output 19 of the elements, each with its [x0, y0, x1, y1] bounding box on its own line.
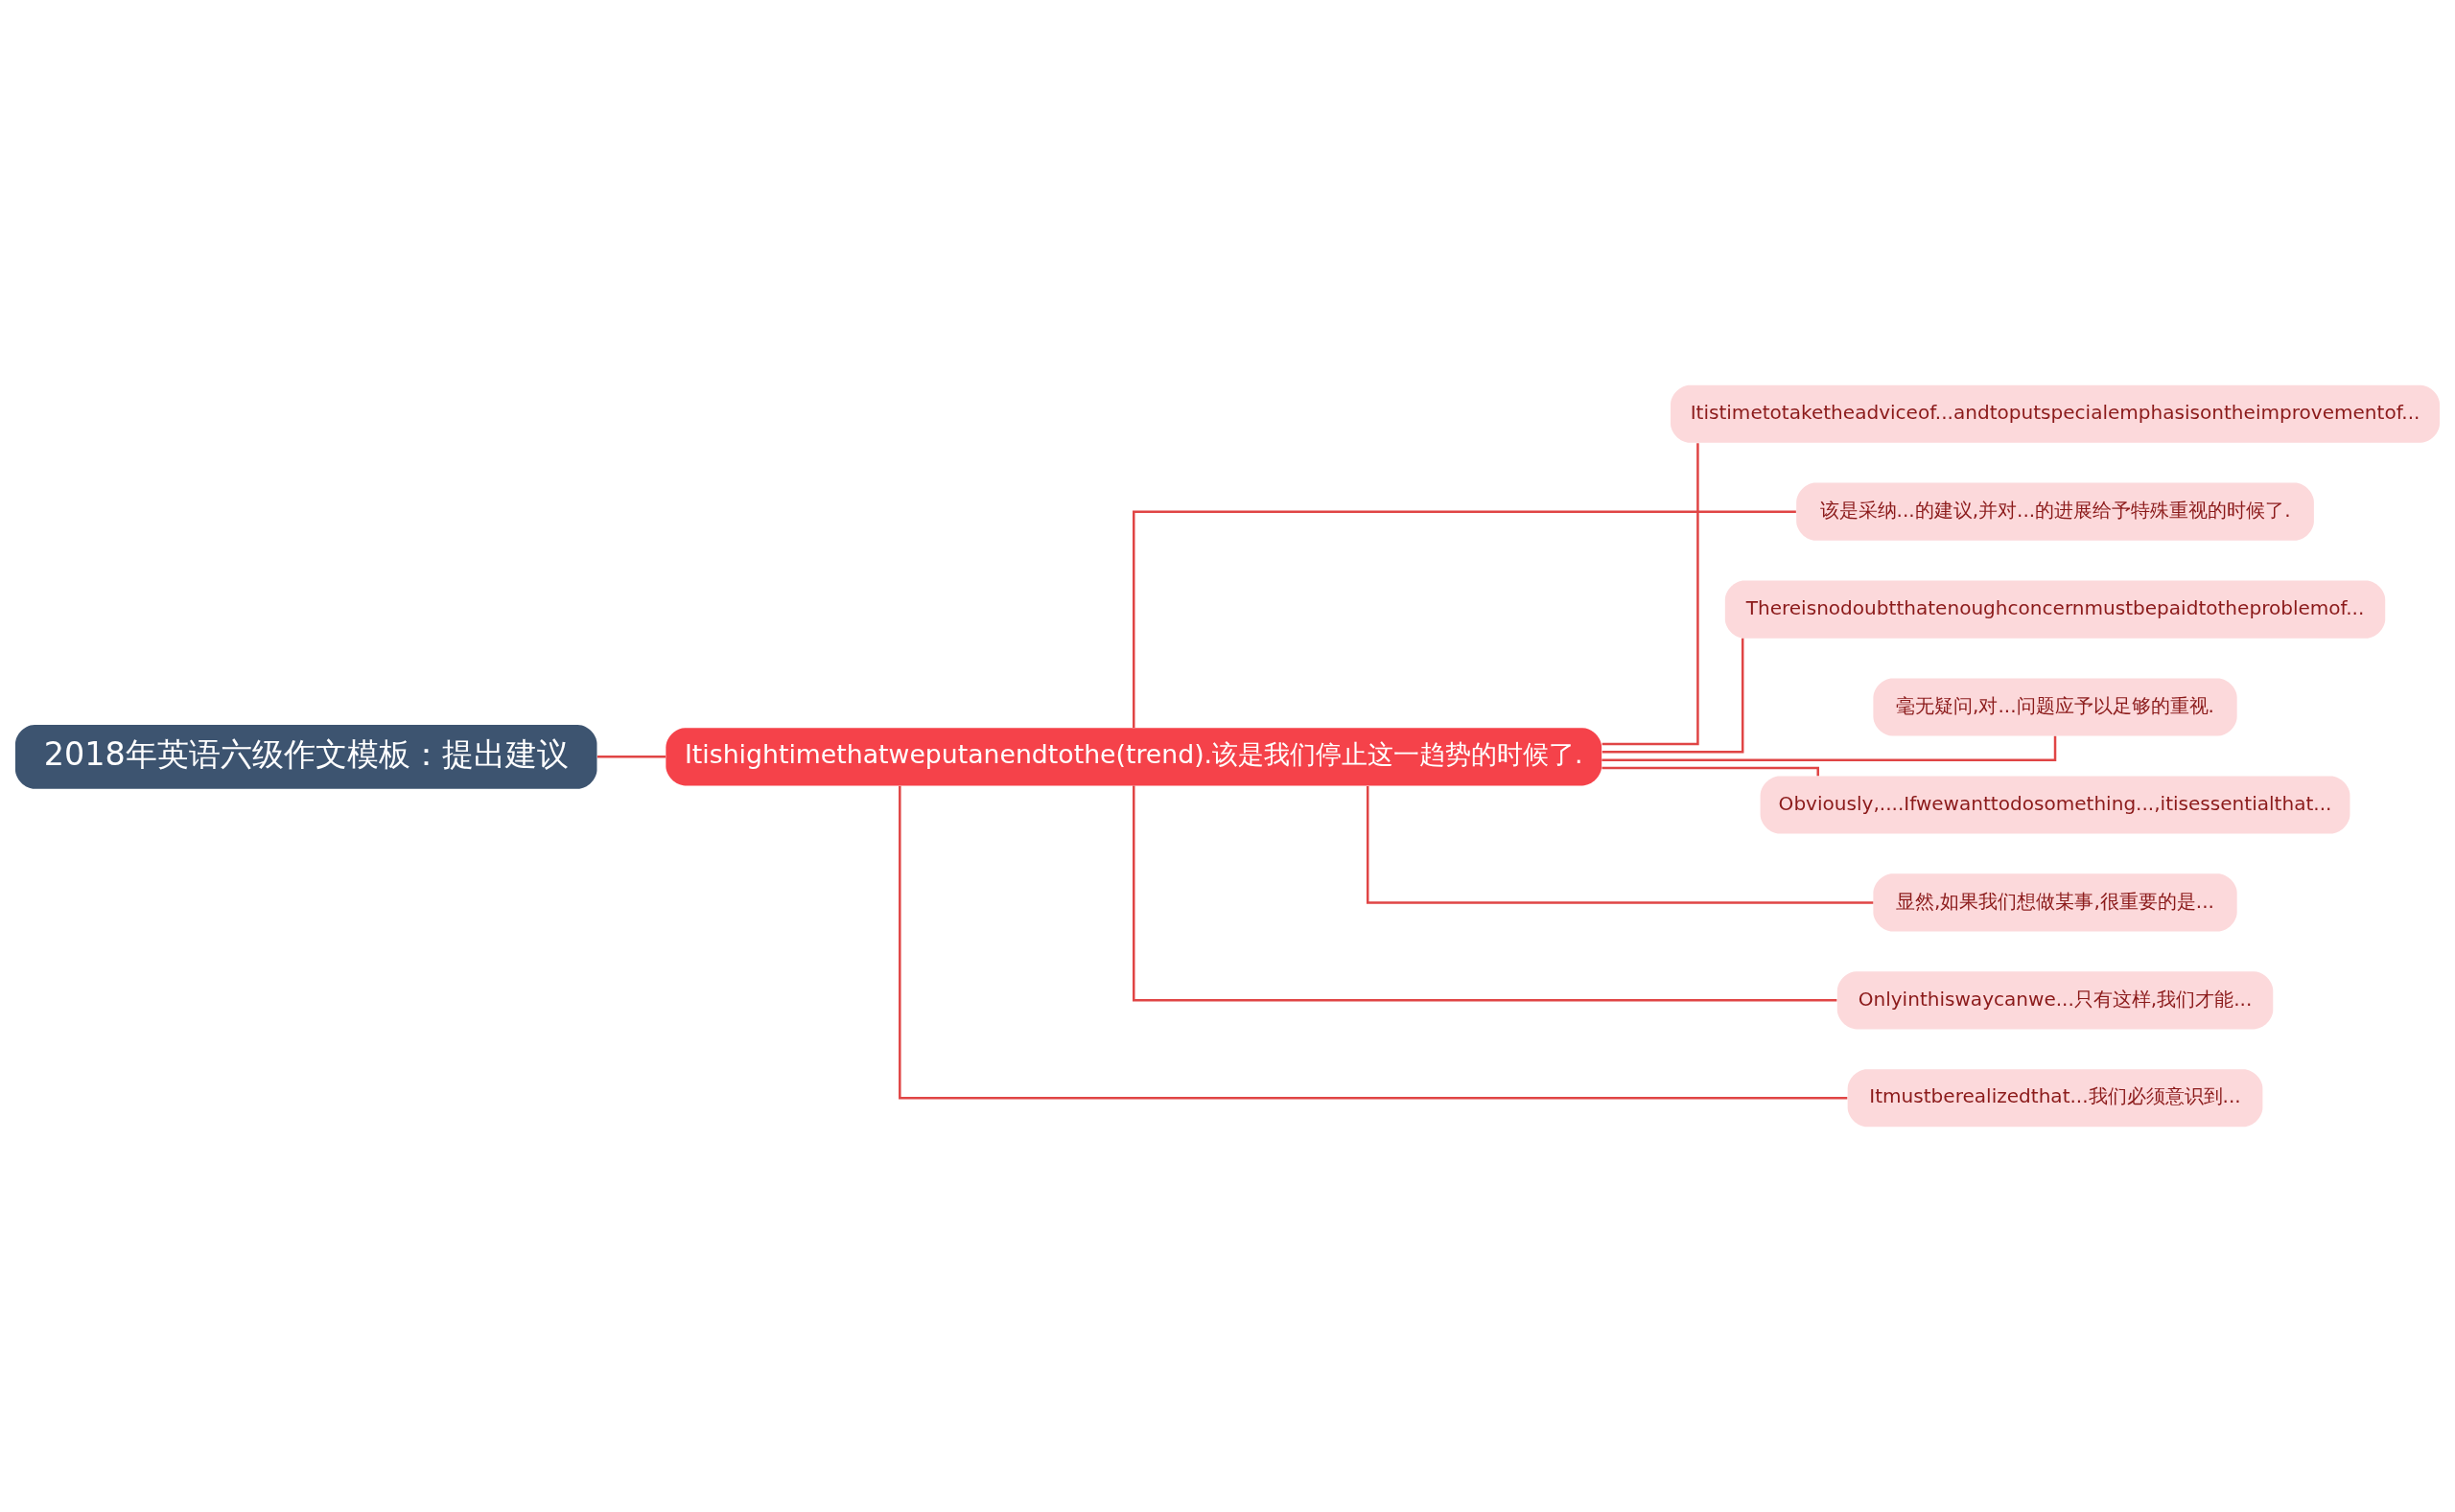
connector: [1602, 735, 2057, 761]
node-box: 该是采纳...的建议,并对...的进展给予特殊重视的时候了.: [1796, 482, 2314, 541]
connector: [1133, 785, 1837, 1002]
connector: [1366, 786, 1874, 904]
connector: [596, 756, 666, 758]
connector: [1602, 766, 1819, 777]
connector: [899, 785, 1848, 1100]
node-box: Thereisnodoubtthatenoughconcernmustbepaidtotheproblemof...: [1724, 580, 2386, 639]
node-box: Itmustberealizedthat...我们必须意识到...: [1847, 1069, 2263, 1128]
node-box: Obviously,....Ifwewanttodosomething...,itisessentialthat...: [1760, 776, 2350, 834]
connector: [1133, 510, 1796, 728]
connector: [1602, 638, 1744, 754]
node-box: 显然,如果我们想做某事,很重要的是...: [1873, 873, 2237, 932]
connector: [1602, 443, 1699, 746]
node-box: 2018年英语六级作文模板：提出建议: [14, 724, 597, 789]
node-box: Itistimetotaketheadviceof...andtoputspecialemphasisontheimprovementof...: [1671, 384, 2441, 443]
node-box: 毫无疑问,对...问题应予以足够的重视.: [1873, 678, 2237, 736]
node-box: Itishightimethatweputanendtothe(trend).该是我们停止这一趋势的时候了.: [666, 728, 1602, 786]
node-box: Onlyinthiswaycanwe...只有这样,我们才能...: [1836, 971, 2274, 1030]
